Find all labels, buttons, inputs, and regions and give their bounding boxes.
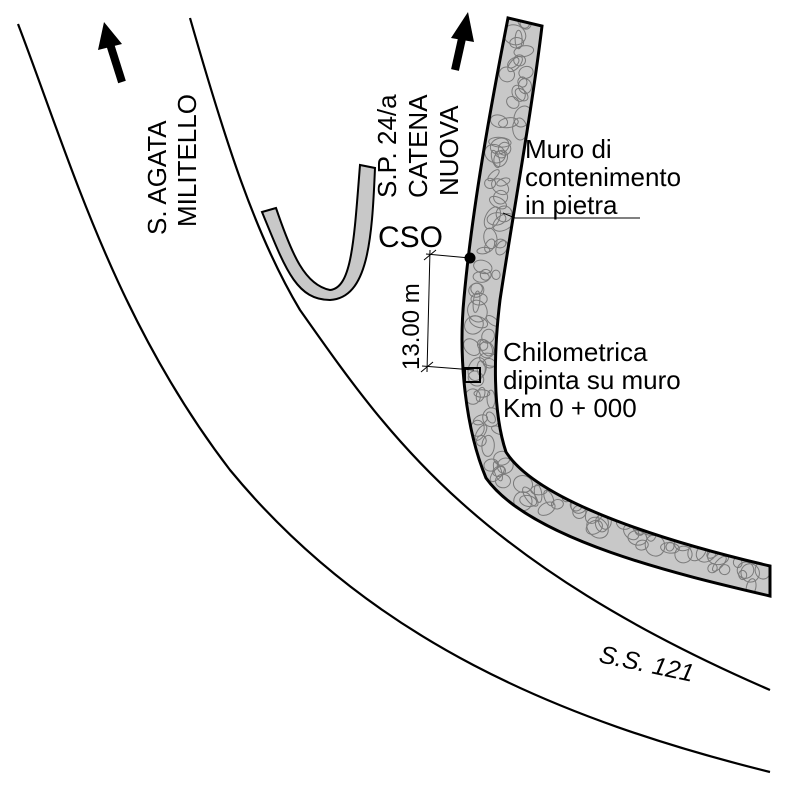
wall-stone	[543, 489, 555, 507]
wall-stone	[506, 95, 520, 109]
wall-label-leader	[502, 212, 640, 219]
milestone-label-line2: dipinta su muro	[503, 365, 681, 395]
wall-label-line1: Muro di	[525, 134, 612, 164]
wall-stone	[660, 542, 680, 554]
wall-stone	[550, 498, 564, 510]
milestone-marker-icon	[464, 367, 481, 383]
wall-stone	[485, 411, 496, 424]
wall-stone	[497, 141, 512, 156]
side-road-curb	[260, 163, 377, 302]
right-direction-line2: CATENA	[403, 94, 433, 198]
milestone-label-line1: Chilometrica	[503, 337, 648, 367]
wall-stone	[707, 563, 718, 574]
milestone-label-line3: Km 0 + 000	[503, 393, 637, 423]
wall-stone	[718, 564, 731, 576]
wall-stone	[537, 501, 556, 516]
state-road-inner-edge	[188, 17, 771, 692]
wall-stone	[491, 269, 501, 280]
wall-stone	[498, 117, 519, 129]
wall-stone	[476, 246, 491, 255]
left-direction-line2: MILITELLO	[172, 94, 202, 227]
left-direction-line1: S. AGATA	[142, 120, 172, 235]
wall-stone	[511, 84, 526, 102]
wall-stone	[472, 271, 490, 283]
wall-stone	[507, 55, 523, 73]
wall-stone	[488, 136, 512, 148]
wall-stone	[484, 238, 496, 253]
wall-stone	[481, 434, 495, 457]
wall-stone	[492, 461, 503, 482]
wall-stone	[519, 494, 538, 508]
distance-label: 13.00 m	[398, 283, 425, 370]
wall-stone	[493, 149, 509, 168]
wall-stone	[674, 545, 693, 564]
wall-stone	[484, 177, 497, 190]
wall-stone	[495, 205, 513, 223]
wall-stone	[495, 240, 509, 256]
wall-stone	[463, 338, 481, 356]
wall-label-line3: in pietra	[525, 190, 618, 220]
right-direction-label: S.P. 24/a CATENA NUOVA	[372, 94, 464, 198]
wall-stone	[513, 45, 535, 58]
stone-retaining-wall	[460, 16, 772, 598]
wall-stone	[483, 227, 498, 250]
wall-stone	[489, 137, 510, 155]
wall-stone	[493, 189, 509, 205]
wall-stone	[490, 149, 501, 169]
left-direction-label: S. AGATA MILITELLO	[142, 94, 202, 235]
wall-stone	[475, 435, 487, 447]
wall-stone	[745, 578, 757, 596]
wall-stone	[470, 282, 483, 295]
wall-stone	[464, 315, 484, 335]
wall-label-line2: contenimento	[525, 162, 681, 192]
wall-stone	[635, 539, 649, 551]
wall-stone	[469, 315, 489, 329]
state-road-outer-edge	[16, 23, 771, 774]
wall-stone	[481, 328, 495, 344]
arrow-north-catena-icon	[451, 12, 474, 71]
wall-stone	[496, 177, 511, 187]
wall-stone	[467, 299, 488, 323]
wall-stone	[517, 76, 528, 88]
right-direction-line1: S.P. 24/a	[372, 94, 402, 198]
wall-stone	[665, 541, 675, 552]
wall-stone	[498, 66, 516, 83]
wall-stone	[495, 473, 511, 489]
wall-stone	[479, 268, 492, 281]
wall-stone	[644, 534, 666, 557]
wall-stone	[487, 169, 500, 182]
wall-stone	[712, 555, 727, 572]
wall-stone	[470, 292, 488, 306]
wall-stone	[473, 389, 491, 398]
arrow-north-sagata-icon	[98, 22, 126, 84]
cso-label: CSO	[378, 221, 443, 254]
wall-stone	[518, 65, 534, 79]
right-direction-line3: NUOVA	[434, 105, 464, 196]
wall-stone	[472, 414, 488, 426]
wall-stone	[585, 519, 603, 535]
